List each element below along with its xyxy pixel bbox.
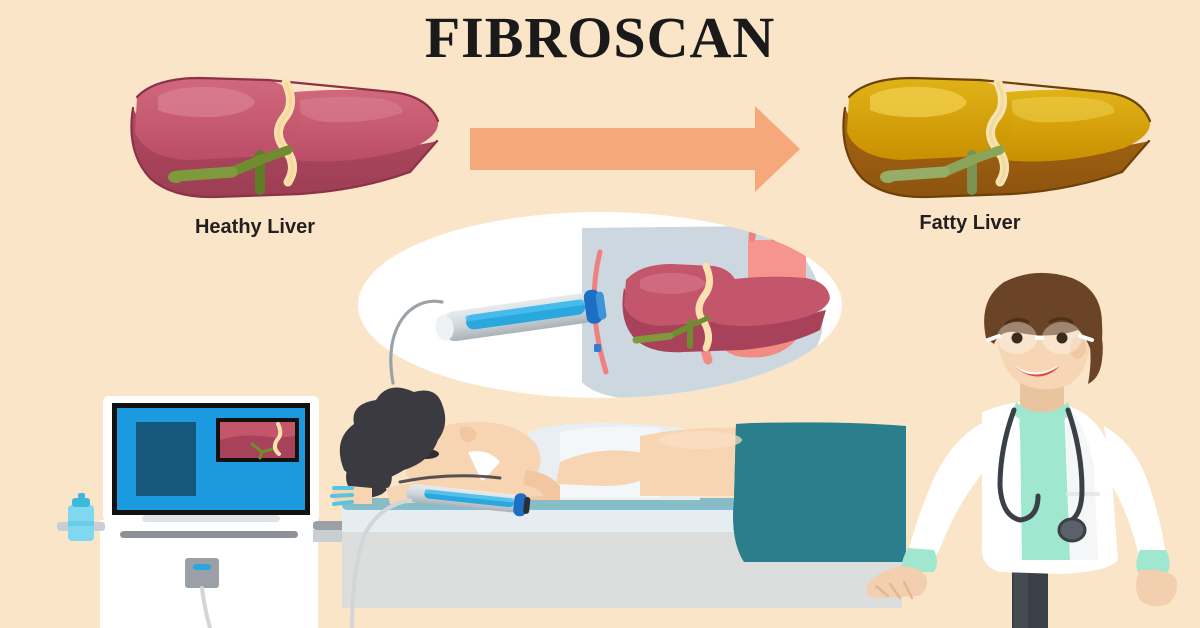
probe-cable xyxy=(350,498,412,628)
healthy-liver-label: Heathy Liver xyxy=(194,216,316,238)
port-indicator xyxy=(193,564,211,570)
fatty-liver-illustration xyxy=(842,76,1152,199)
healthy-liver-illustration xyxy=(130,76,440,199)
doctor-left-cuff xyxy=(901,548,937,572)
doctor-hair xyxy=(984,272,1103,364)
stethoscope xyxy=(997,407,1087,543)
doctor-right-arm xyxy=(1104,426,1166,570)
liver-scan-thumbnail xyxy=(216,418,299,462)
handheld-probe xyxy=(406,484,531,517)
doctor-scrubs xyxy=(1016,401,1070,560)
doctor xyxy=(866,272,1177,628)
hand-fingers xyxy=(330,486,354,506)
probe-cable-lower xyxy=(200,586,212,628)
screen-side-panel xyxy=(136,422,196,496)
doctor-mouth xyxy=(1016,366,1060,377)
doctor-collar xyxy=(1012,402,1072,425)
exam-bed-and-patient xyxy=(330,387,906,628)
cart-handle xyxy=(120,531,298,538)
stethoscope-chestpiece xyxy=(1057,517,1087,543)
magnified-ultrasound-probe xyxy=(389,289,607,385)
fatty-liver-label: Fatty Liver xyxy=(919,212,1021,234)
doctor-right-cuff xyxy=(1136,550,1170,572)
doctor-left-arm xyxy=(907,420,996,568)
ultrasound-magnifier-bubble xyxy=(358,212,842,398)
doctor-right-hand xyxy=(1136,569,1177,607)
page-title: FIBROSCAN xyxy=(424,5,776,70)
progression-arrow xyxy=(470,106,800,192)
patient-hair xyxy=(339,387,446,483)
skin-marker xyxy=(594,344,601,352)
gown-collar xyxy=(468,451,500,482)
ultrasound-machine-group xyxy=(57,396,361,628)
patient-arm xyxy=(556,450,654,486)
gel-bottle xyxy=(68,493,94,541)
